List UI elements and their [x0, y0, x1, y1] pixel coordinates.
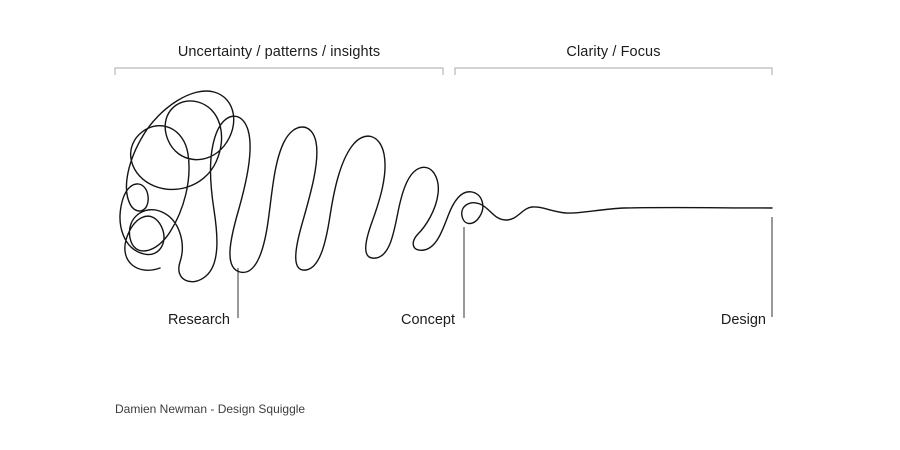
phase-bracket-right: [454, 67, 773, 75]
phase-label-clarity: Clarity / Focus: [566, 44, 661, 60]
milestone-label-concept: Concept: [400, 312, 455, 328]
attribution-text: Damien Newman - Design Squiggle: [115, 402, 306, 416]
squiggle-line: [119, 90, 773, 283]
milestone-label-design: Design: [720, 312, 766, 328]
phase-bracket-left: [114, 67, 444, 75]
milestone-label-research: Research: [167, 312, 230, 328]
phase-label-uncertainty: Uncertainty / patterns / insights: [177, 44, 381, 60]
